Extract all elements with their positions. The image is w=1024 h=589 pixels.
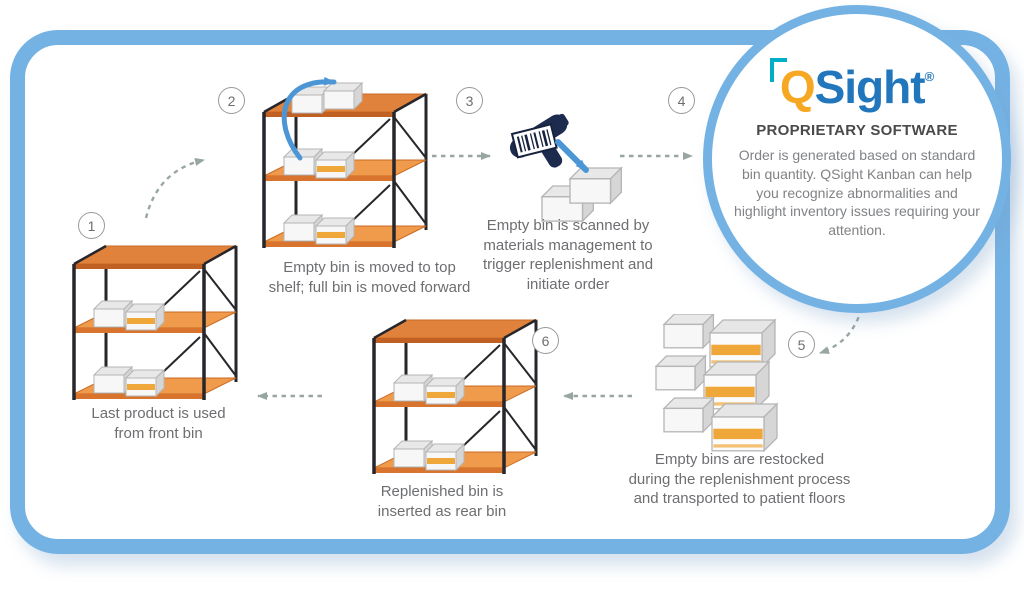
scanner-icon — [509, 113, 622, 222]
scan-arrow — [555, 139, 589, 173]
step-caption-6: Replenished bin is inserted as rear bin — [377, 483, 507, 520]
step-caption-3: Empty bin is scanned by materials manage… — [482, 217, 654, 293]
step-number-3: 3 — [465, 92, 474, 109]
step-number-4: 4 — [677, 92, 686, 109]
bins-stack-icon — [655, 314, 778, 452]
logo-q: Q — [779, 61, 816, 113]
step-badge-5: 5 — [788, 331, 815, 358]
step-caption-1: Last product is used from front bin — [91, 405, 226, 442]
step-number-1: 1 — [87, 217, 96, 234]
logo-bracket-icon — [769, 58, 787, 82]
step-number-6: 6 — [541, 332, 550, 349]
step-number-2: 2 — [227, 92, 236, 109]
step-badge-4: 4 — [668, 87, 695, 114]
logo-sight: Sight — [814, 61, 926, 113]
rack-step1-icon — [72, 244, 238, 402]
rack-step6-icon — [372, 318, 538, 476]
step-badge-3: 3 — [456, 87, 483, 114]
rack-step2-icon — [262, 76, 428, 250]
step-badge-1: 1 — [78, 212, 105, 239]
step-badge-2: 2 — [218, 87, 245, 114]
qsight-software-circle: QSight® PROPRIETARY SOFTWARE Order is ge… — [703, 5, 1011, 313]
step-badge-6: 6 — [532, 327, 559, 354]
step-caption-2: Empty bin is moved to top shelf; full bi… — [268, 259, 471, 296]
proprietary-software-label: PROPRIETARY SOFTWARE — [756, 122, 958, 139]
step-caption-5: Empty bins are restocked during the repl… — [628, 451, 851, 507]
qsight-description: Order is generated based on standard bin… — [734, 147, 980, 238]
qsight-logo: QSight® — [769, 58, 935, 113]
step-number-5: 5 — [797, 336, 806, 353]
barcode-icon — [510, 123, 558, 159]
move-to-top-arrow — [281, 76, 337, 161]
registered-mark: ® — [924, 69, 935, 84]
